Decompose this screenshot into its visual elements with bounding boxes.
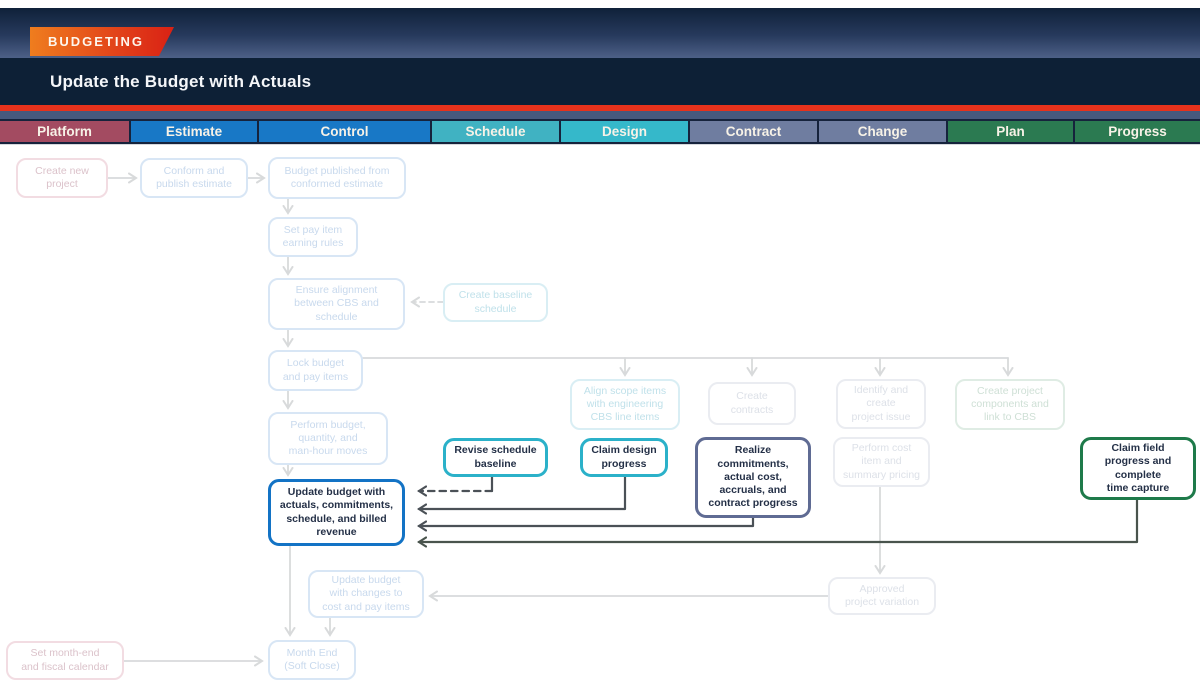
node-realize-commitments: Realize commitments, actual cost, accrua… [695,437,811,518]
node-claim-field-progress: Claim field progress and complete time c… [1080,437,1196,500]
node-claim-design-progress: Claim design progress [580,438,668,477]
top-gradient-bar: BUDGETING [0,8,1200,58]
node-create-project-components: Create project components and link to CB… [955,379,1065,430]
lane-tab-schedule[interactable]: Schedule [432,121,559,142]
connector-realize-to-updateactuals [419,516,755,526]
lane-tab-contract[interactable]: Contract [690,121,817,142]
node-month-end: Month End (Soft Close) [268,640,356,680]
node-create-new-project: Create new project [16,158,108,198]
node-align-scope-items: Align scope items with engineering CBS l… [570,379,680,430]
lane-tab-plan[interactable]: Plan [948,121,1073,142]
node-set-month-end: Set month-end and fiscal calendar [6,641,124,680]
connector-claimfield-to-updateactuals [419,498,1139,542]
connector-claimdesign-to-updateactuals [419,475,627,509]
node-revise-schedule-baseline: Revise schedule baseline [443,438,548,477]
field-progress-connector-group [419,498,1139,542]
lane-tab-progress[interactable]: Progress [1075,121,1200,142]
lane-tab-control[interactable]: Control [259,121,430,142]
node-create-baseline-schedule: Create baseline schedule [443,283,548,322]
accent-red-divider [0,105,1200,111]
node-lock-budget: Lock budget and pay items [268,350,363,391]
node-perform-budget-moves: Perform budget, quantity, and man-hour m… [268,412,388,465]
node-update-budget-changes: Update budget with changes to cost and p… [308,570,424,618]
node-budget-published: Budget published from conformed estimate [268,157,406,199]
node-conform-publish-estimate: Conform and publish estimate [140,158,248,198]
slate-divider-band [0,111,1200,119]
node-identify-project-issue: Identify and create project issue [836,379,926,429]
lane-tab-change[interactable]: Change [819,121,946,142]
title-bar: Update the Budget with Actuals [0,58,1200,105]
page-title: Update the Budget with Actuals [50,71,312,91]
node-set-pay-item-rules: Set pay item earning rules [268,217,358,257]
active-connectors [419,475,755,526]
node-create-contracts: Create contracts [708,382,796,425]
node-perform-cost-item: Perform cost item and summary pricing [833,437,930,487]
module-badge: BUDGETING [30,27,174,56]
node-ensure-alignment: Ensure alignment between CBS and schedul… [268,278,405,330]
lane-tab-platform[interactable]: Platform [0,121,129,142]
node-update-budget-actuals: Update budget with actuals, commitments,… [268,479,405,546]
node-approved-project-variation: Approved project variation [828,577,936,615]
faded-connectors [107,172,1014,667]
lane-tab-estimate[interactable]: Estimate [131,121,257,142]
lane-tab-design[interactable]: Design [561,121,688,142]
